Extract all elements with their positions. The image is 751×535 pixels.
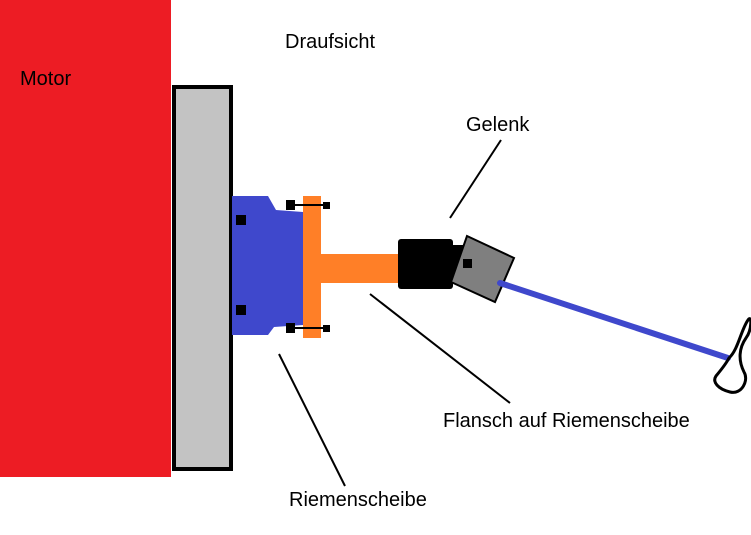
joint-pin (463, 259, 472, 268)
title-label: Draufsicht (285, 31, 376, 53)
flansch-leader (369, 293, 511, 404)
propeller-shape (713, 317, 751, 394)
pulley-body (232, 196, 303, 335)
flange-bolt-top-nut (323, 202, 330, 209)
gelenk-leader (449, 139, 502, 219)
joint-block (398, 239, 453, 289)
flange-bolt-bottom-head (286, 323, 295, 333)
motor-label: Motor (20, 68, 72, 90)
flansch-label: Flansch auf Riemenscheibe (443, 410, 690, 432)
drive-shaft (497, 280, 731, 361)
flange-bolt-bottom-nut (323, 325, 330, 332)
mounting-plate (172, 85, 233, 471)
motor-block (0, 0, 171, 477)
joint-head (449, 234, 516, 304)
flange-bolt-top-head (286, 200, 295, 210)
pulley-bolt-bottom (236, 305, 246, 315)
flange-body (303, 196, 404, 338)
gelenk-label: Gelenk (466, 114, 530, 136)
pulley-bolt-top (236, 215, 246, 225)
riemenscheibe-leader (278, 353, 346, 487)
riemenscheibe-label: Riemenscheibe (289, 489, 427, 511)
